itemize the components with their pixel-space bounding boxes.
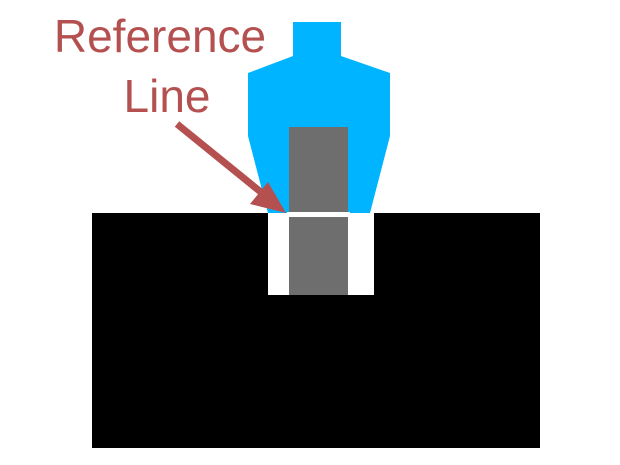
reference-line	[287, 212, 350, 217]
gray-post	[289, 127, 348, 295]
annotation-label-line1: Reference	[54, 10, 266, 62]
annotation-arrow-head	[250, 182, 286, 213]
holder-body	[248, 22, 390, 213]
annotation-label-line2: Line	[124, 70, 211, 122]
annotation-arrow-shaft	[174, 121, 265, 196]
